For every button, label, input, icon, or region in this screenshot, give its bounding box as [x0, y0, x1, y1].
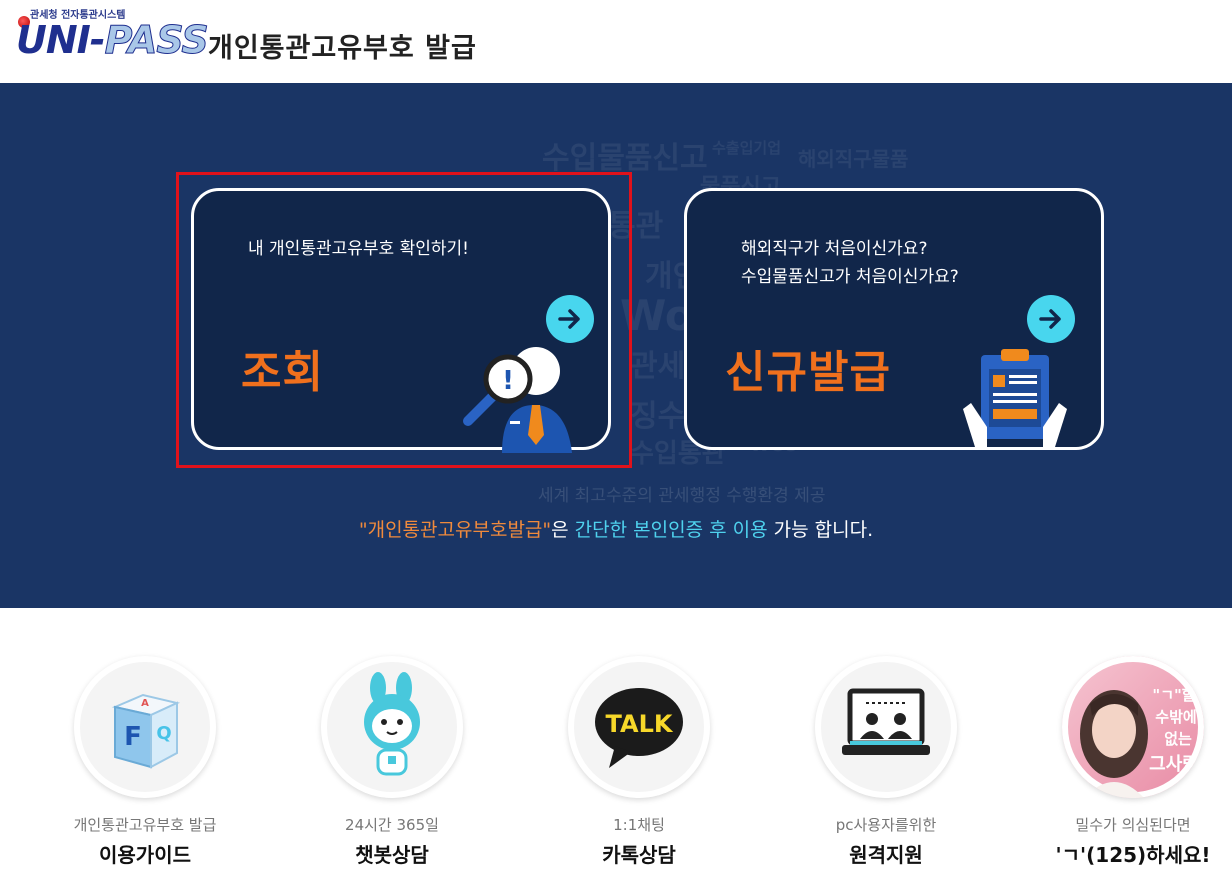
lookup-card[interactable]: 내 개인통관고유부호 확인하기! 조회 !	[191, 188, 611, 453]
arrow-right-icon	[1039, 309, 1061, 329]
notice-text: 은	[551, 519, 575, 541]
quick-link-guide-title: 이용가이드	[99, 843, 191, 867]
campaign-text-4: 그사람	[1149, 754, 1199, 775]
new-issue-card-description-line: 해외직구가 처음이신가요?	[741, 239, 928, 259]
quick-link-remote-title: 원격지원	[849, 843, 923, 867]
kakaotalk-icon: TALK	[595, 688, 683, 768]
quick-link-chatbot-circle[interactable]	[321, 656, 463, 798]
hero-section: 수입물품신고 수출입기업 해외직구물품 물품신고 개인 통관 World 관세 …	[0, 83, 1232, 608]
quick-link-chatbot-sub: 24시간 365일	[345, 816, 439, 834]
campaign-text-3: 없는	[1164, 730, 1192, 748]
campaign-text-2: 수밖에	[1155, 708, 1196, 726]
background-slogan: 세계 최고수준의 관세행정 수행환경 제공	[538, 486, 826, 506]
magnifier-person-icon: !	[463, 347, 572, 453]
bg-word: 해외직구물품	[798, 147, 909, 171]
quick-link-kakaotalk[interactable]: TALK 1:1채팅 카톡상담	[539, 656, 739, 868]
quick-link-remote-circle[interactable]	[815, 656, 957, 798]
quick-links: F Q A 개인통관고유부호 발급 이용가이드 24시간 365일 챗봇상담	[0, 608, 1232, 892]
quick-link-smuggling-title: 'ㄱ'(125)하세요!	[1055, 843, 1211, 867]
logo-wordmark: UNI-PASS	[16, 18, 209, 63]
arrow-right-icon	[558, 309, 580, 329]
new-issue-card-description: 해외직구가 처음이신가요? 수입물품신고가 처음이신가요?	[741, 235, 959, 291]
quick-link-chatbot[interactable]: 24시간 365일 챗봇상담	[292, 656, 492, 868]
quick-link-chatbot-title: 챗봇상담	[355, 843, 429, 867]
remote-support-icon	[842, 688, 930, 755]
quick-link-smuggling-sub: 밀수가 의심된다면	[1075, 816, 1191, 834]
page-title: 개인통관고유부호 발급	[208, 33, 477, 64]
svg-text:F: F	[124, 722, 142, 752]
quick-link-smuggling-report[interactable]: "ㄱ"할 수밖에 없는 그사람 밀수가 의심된다면 'ㄱ'(125)하세요!	[1033, 656, 1232, 868]
selection-highlight-frame	[176, 172, 632, 468]
logo-subtitle: 관세청 전자통관시스템	[30, 10, 126, 21]
chatbot-rabbit-icon	[364, 672, 420, 776]
new-issue-card[interactable]: 해외직구가 처음이신가요? 수입물품신고가 처음이신가요? 신규발급	[684, 188, 1104, 450]
quick-link-remote-sub: pc사용자를위한	[835, 816, 937, 834]
logo-wordmark-uni: UNI-	[16, 18, 106, 62]
notice-text-end: 가능 합니다.	[767, 519, 874, 541]
notice-emphasis: 간단한 본인인증 후 이용	[574, 519, 768, 541]
svg-text:Q: Q	[156, 723, 171, 744]
lookup-card-description-line: 내 개인통관고유부호 확인하기!	[248, 239, 469, 259]
quick-link-guide[interactable]: F Q A 개인통관고유부호 발급 이용가이드	[45, 656, 245, 868]
quick-link-guide-sub: 개인통관고유부호 발급	[73, 816, 217, 834]
campaign-text-1: "ㄱ"할	[1152, 686, 1195, 704]
bg-word: 관세	[630, 349, 686, 384]
svg-text:A: A	[141, 698, 149, 709]
bg-word: 수입물품신고	[542, 141, 708, 176]
lookup-arrow-button[interactable]	[546, 295, 594, 343]
document-hands-icon	[963, 349, 1067, 447]
campaign-portrait-icon: "ㄱ"할 수밖에 없는 그사람	[1080, 686, 1199, 798]
quick-link-guide-circle[interactable]: F Q A	[74, 656, 216, 798]
quick-link-smuggling-circle[interactable]: "ㄱ"할 수밖에 없는 그사람	[1062, 656, 1204, 798]
svg-text:!: !	[502, 366, 514, 396]
logo-globe-icon	[18, 16, 30, 28]
notice-service-name: "개인통관고유부호발급"	[358, 519, 552, 541]
new-issue-arrow-button[interactable]	[1027, 295, 1075, 343]
quick-link-kakaotalk-circle[interactable]: TALK	[568, 656, 710, 798]
talk-text: TALK	[606, 710, 674, 738]
logo-wordmark-pass: PASS	[104, 18, 209, 63]
page-header: 관세청 전자통관시스템 UNI-PASS 개인통관고유부호 발급	[0, 0, 1232, 83]
quick-link-kakaotalk-title: 카톡상담	[602, 843, 676, 867]
new-issue-card-title: 신규발급	[725, 347, 891, 398]
auth-notice: "개인통관고유부호발급"은 간단한 본인인증 후 이용 가능 합니다.	[0, 515, 1232, 542]
faq-cube-icon: F Q A	[111, 693, 181, 769]
lookup-card-title: 조회	[241, 347, 324, 398]
quick-link-remote[interactable]: pc사용자를위한 원격지원	[786, 656, 986, 868]
quick-link-kakaotalk-sub: 1:1채팅	[613, 816, 665, 834]
new-issue-card-description-line: 수입물품신고가 처음이신가요?	[741, 267, 959, 287]
bg-word: 수출입기업	[712, 139, 782, 157]
bg-word: 징수	[630, 399, 686, 434]
unipass-logo[interactable]: 관세청 전자통관시스템 UNI-PASS	[16, 6, 209, 68]
lookup-card-description: 내 개인통관고유부호 확인하기!	[248, 235, 469, 263]
